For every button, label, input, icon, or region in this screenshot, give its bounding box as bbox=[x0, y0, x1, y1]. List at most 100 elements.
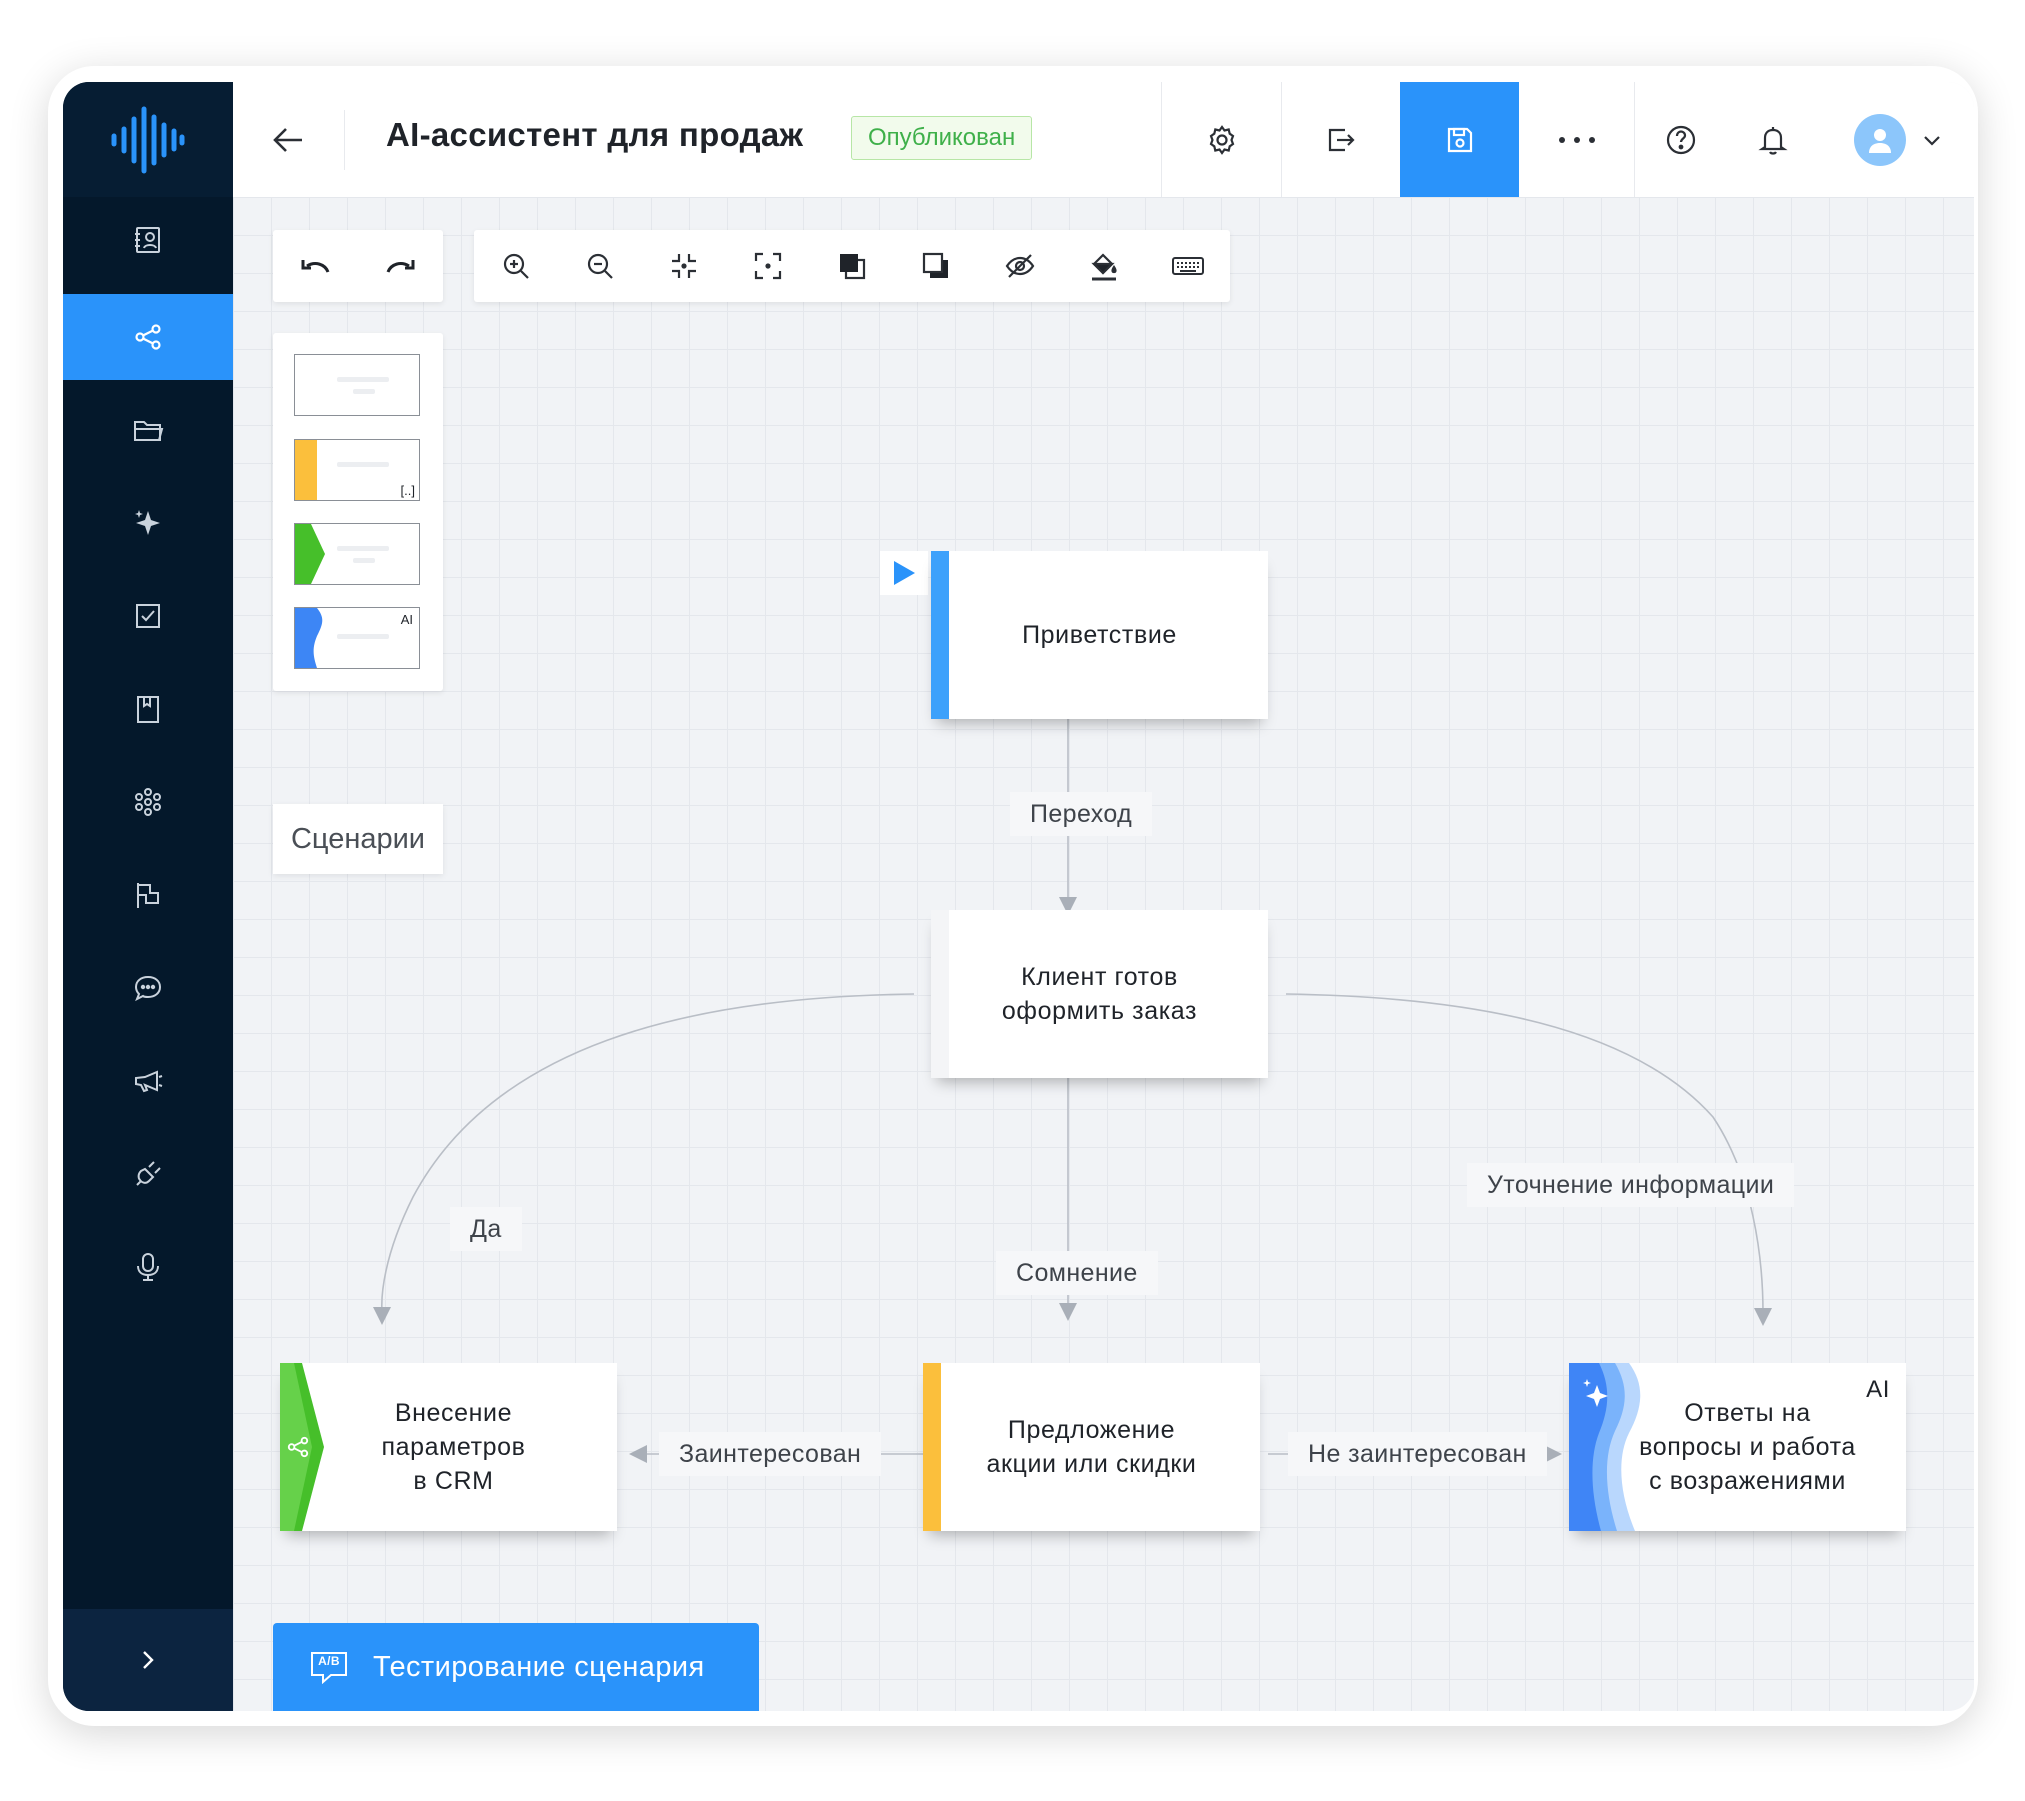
undo-button[interactable] bbox=[273, 230, 357, 302]
avatar bbox=[1854, 113, 1906, 166]
hide-button[interactable] bbox=[978, 230, 1062, 302]
sidebar-item-connections[interactable] bbox=[63, 1131, 233, 1217]
template-ai[interactable]: AI bbox=[294, 607, 420, 669]
node-answers[interactable]: AI Ответы на вопросы и работа с возражен… bbox=[1569, 1363, 1906, 1531]
settings-button[interactable] bbox=[1162, 82, 1281, 197]
start-marker[interactable] bbox=[880, 551, 928, 595]
edge-label-clarify[interactable]: Уточнение информации bbox=[1467, 1163, 1795, 1207]
keyboard-icon bbox=[1172, 257, 1204, 275]
node-label-line: вопросы и работа bbox=[1639, 1433, 1856, 1461]
zoom-in-icon bbox=[503, 253, 529, 279]
template-condition[interactable]: [..] bbox=[294, 439, 420, 501]
scenarios-button[interactable]: Сценарии bbox=[273, 804, 443, 874]
test-scenario-label: Тестирование сценария bbox=[373, 1650, 705, 1683]
template-arrow-shape bbox=[295, 524, 325, 584]
fill-icon bbox=[1091, 253, 1117, 281]
sidebar-item-contacts[interactable] bbox=[63, 197, 233, 283]
node-color-bar bbox=[931, 551, 949, 719]
chat-icon bbox=[134, 975, 162, 1002]
sparkle-icon bbox=[135, 510, 160, 535]
node-offer[interactable]: Предложение акции или скидки bbox=[923, 1363, 1260, 1531]
template-action[interactable] bbox=[294, 523, 420, 585]
user-icon bbox=[1869, 128, 1891, 153]
send-back-button[interactable] bbox=[894, 230, 978, 302]
node-label: Приветствие bbox=[1022, 621, 1177, 649]
node-label-line: Внесение bbox=[394, 1399, 513, 1427]
history-toolbar bbox=[273, 230, 443, 302]
contacts-icon bbox=[135, 227, 160, 253]
edge-label-yes[interactable]: Да bbox=[450, 1207, 522, 1251]
zoom-out-icon bbox=[587, 253, 613, 279]
more-button[interactable] bbox=[1519, 82, 1634, 197]
sidebar-item-integrations[interactable] bbox=[63, 759, 233, 845]
sidebar-expand-button[interactable] bbox=[63, 1609, 233, 1711]
node-color-bar bbox=[931, 910, 949, 1078]
arrowhead bbox=[629, 1445, 647, 1463]
send-back-icon bbox=[922, 252, 948, 278]
app-window: AI-ассистент для продаж Опубликован bbox=[63, 82, 1974, 1711]
collapse-button[interactable] bbox=[642, 230, 726, 302]
chevron-right-icon bbox=[143, 1651, 154, 1669]
page-title: AI-ассистент для продаж bbox=[386, 116, 804, 153]
flow-canvas[interactable]: [..] AI Сценарии bbox=[233, 197, 1974, 1711]
sidebar-item-folders[interactable] bbox=[63, 387, 233, 473]
sidebar-item-tasks[interactable] bbox=[63, 573, 233, 659]
arrowhead bbox=[373, 1307, 391, 1325]
sparkle-icon bbox=[1583, 1379, 1608, 1407]
checkbox-icon bbox=[136, 604, 160, 628]
template-basic[interactable] bbox=[294, 354, 420, 416]
sidebar bbox=[63, 82, 233, 1711]
sidebar-item-scenarios[interactable] bbox=[63, 294, 233, 380]
node-label: Предложение акции или скидки bbox=[987, 1413, 1197, 1481]
export-button[interactable] bbox=[1282, 82, 1400, 197]
help-button[interactable] bbox=[1635, 82, 1727, 197]
back-button[interactable] bbox=[233, 82, 343, 197]
play-icon bbox=[894, 561, 915, 585]
zoom-in-button[interactable] bbox=[474, 230, 558, 302]
edge-label-doubt[interactable]: Сомнение bbox=[996, 1251, 1158, 1295]
edge-label-interested[interactable]: Заинтересован bbox=[659, 1432, 882, 1476]
sidebar-item-voice[interactable] bbox=[63, 1224, 233, 1310]
node-label-line: с возражениями bbox=[1649, 1467, 1846, 1495]
node-ready-to-order[interactable]: Клиент готов оформить заказ bbox=[931, 910, 1268, 1078]
fill-button[interactable] bbox=[1062, 230, 1146, 302]
node-color-bar bbox=[923, 1363, 941, 1531]
node-label-line: Ответы на bbox=[1684, 1399, 1811, 1427]
status-badge: Опубликован bbox=[851, 116, 1033, 160]
export-icon bbox=[1328, 128, 1355, 151]
sidebar-item-dialogs[interactable] bbox=[63, 945, 233, 1031]
sidebar-item-knowledge[interactable] bbox=[63, 666, 233, 752]
node-greeting[interactable]: Приветствие bbox=[931, 551, 1268, 719]
user-menu[interactable] bbox=[1833, 82, 1963, 197]
arrowhead bbox=[1059, 1303, 1077, 1321]
save-icon bbox=[1447, 127, 1472, 152]
bring-front-button[interactable] bbox=[810, 230, 894, 302]
fit-screen-icon bbox=[754, 252, 782, 280]
notifications-button[interactable] bbox=[1727, 82, 1819, 197]
redo-button[interactable] bbox=[359, 230, 443, 302]
bookmark-icon bbox=[137, 696, 159, 723]
save-button[interactable] bbox=[1400, 82, 1519, 197]
sidebar-item-ai[interactable] bbox=[63, 480, 233, 566]
node-crm[interactable]: Внесение параметров в CRM bbox=[280, 1363, 617, 1531]
zoom-out-button[interactable] bbox=[558, 230, 642, 302]
edge-label-transition[interactable]: Переход bbox=[1010, 792, 1153, 836]
fit-screen-button[interactable] bbox=[726, 230, 810, 302]
keyboard-button[interactable] bbox=[1146, 230, 1230, 302]
view-toolbar bbox=[474, 230, 1230, 302]
megaphone-icon bbox=[135, 1070, 163, 1093]
logo bbox=[63, 82, 233, 197]
sidebar-item-campaigns[interactable] bbox=[63, 1038, 233, 1124]
top-bar: AI-ассистент для продаж Опубликован bbox=[233, 82, 1974, 198]
microphone-icon bbox=[137, 1253, 159, 1281]
flag-icon bbox=[137, 883, 159, 908]
node-label-line: в CRM bbox=[413, 1467, 494, 1495]
edge-label-not-interested[interactable]: Не заинтересован bbox=[1288, 1432, 1547, 1476]
node-label-line: акции или скидки bbox=[986, 1450, 1197, 1478]
ai-badge: AI bbox=[1866, 1376, 1890, 1403]
divider bbox=[344, 110, 345, 170]
template-wave-shape bbox=[295, 608, 323, 668]
share-icon bbox=[287, 1436, 309, 1458]
sidebar-item-goals[interactable] bbox=[63, 852, 233, 938]
test-scenario-button[interactable]: A/B Тестирование сценария bbox=[273, 1623, 759, 1711]
